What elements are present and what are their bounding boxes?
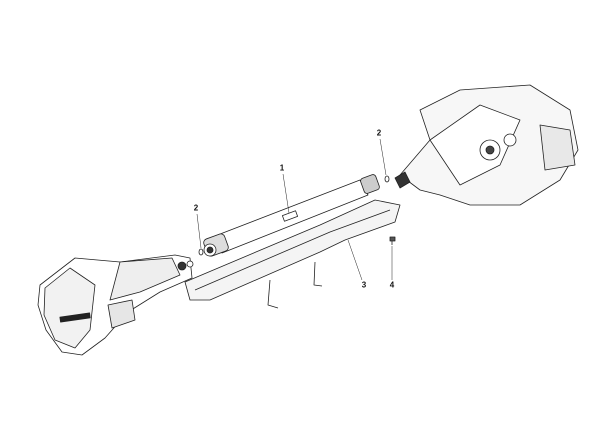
o-ring-rear (384, 175, 390, 183)
bolt (389, 236, 396, 245)
callout-4: 4 (389, 280, 395, 290)
transmission-housing (37, 254, 194, 356)
callout-2-rear: 2 (376, 128, 382, 138)
transaxle-housing (394, 84, 579, 206)
propeller-shaft (203, 174, 380, 257)
shaft-shield (184, 199, 401, 309)
callout-1: 1 (279, 163, 285, 173)
o-ring-front (198, 248, 204, 256)
callout-2-front: 2 (193, 203, 199, 213)
leader-lines (196, 138, 393, 281)
callout-3: 3 (361, 280, 367, 290)
